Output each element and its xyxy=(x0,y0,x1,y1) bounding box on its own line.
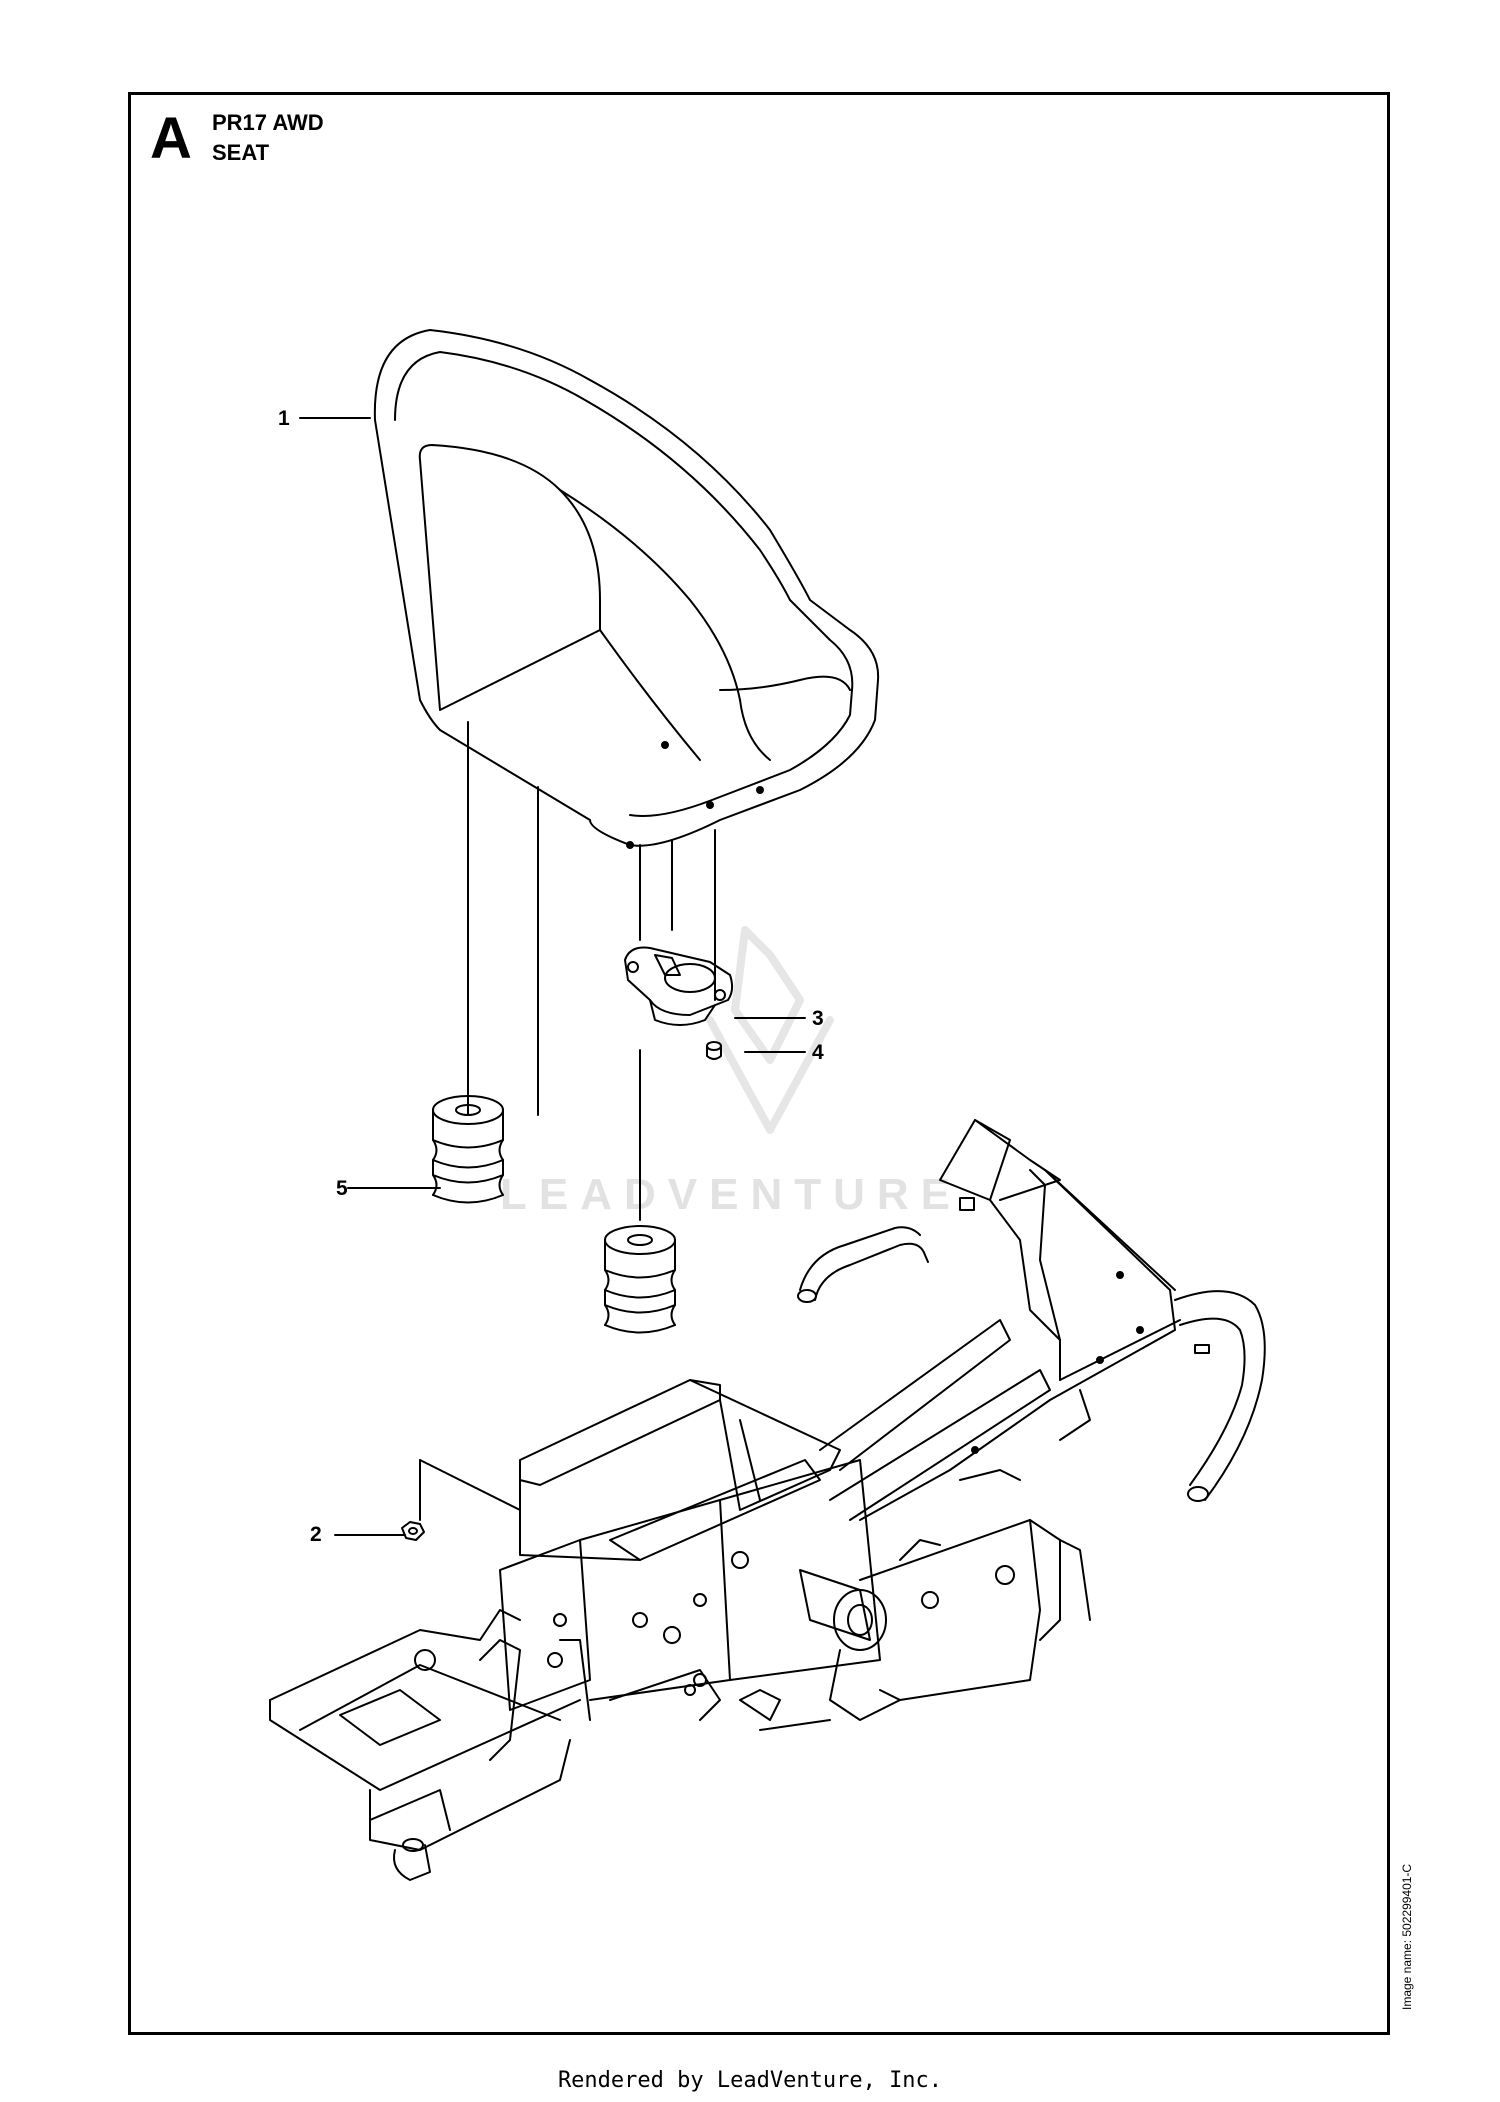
screw-drawing xyxy=(706,1041,722,1060)
rubber-spring-right-drawing xyxy=(604,1225,676,1334)
callout-2: 2 xyxy=(310,1523,322,1546)
diagram-frame xyxy=(128,92,1390,2035)
seat-switch-bracket-drawing xyxy=(624,946,734,1026)
callout-5: 5 xyxy=(336,1177,348,1200)
section-title: SEAT xyxy=(212,140,270,165)
rubber-spring-left-drawing xyxy=(432,1095,504,1204)
section-letter: A xyxy=(150,106,192,171)
footer-credit: Rendered by LeadVenture, Inc. xyxy=(557,2068,943,2093)
model-name: PR17 AWD xyxy=(212,110,324,135)
chassis-frame-drawing xyxy=(269,1119,1266,1881)
image-name-label: Image name: 502299401-C xyxy=(1400,1863,1414,2010)
callout-1: 1 xyxy=(278,407,290,430)
callout-3: 3 xyxy=(812,1007,824,1030)
watermark-logo-icon xyxy=(706,926,834,1134)
watermark: LEADVENTURE xyxy=(500,1170,963,1219)
callout-4: 4 xyxy=(812,1041,824,1064)
seat-drawing xyxy=(373,329,880,849)
nut-drawing xyxy=(401,1521,425,1541)
